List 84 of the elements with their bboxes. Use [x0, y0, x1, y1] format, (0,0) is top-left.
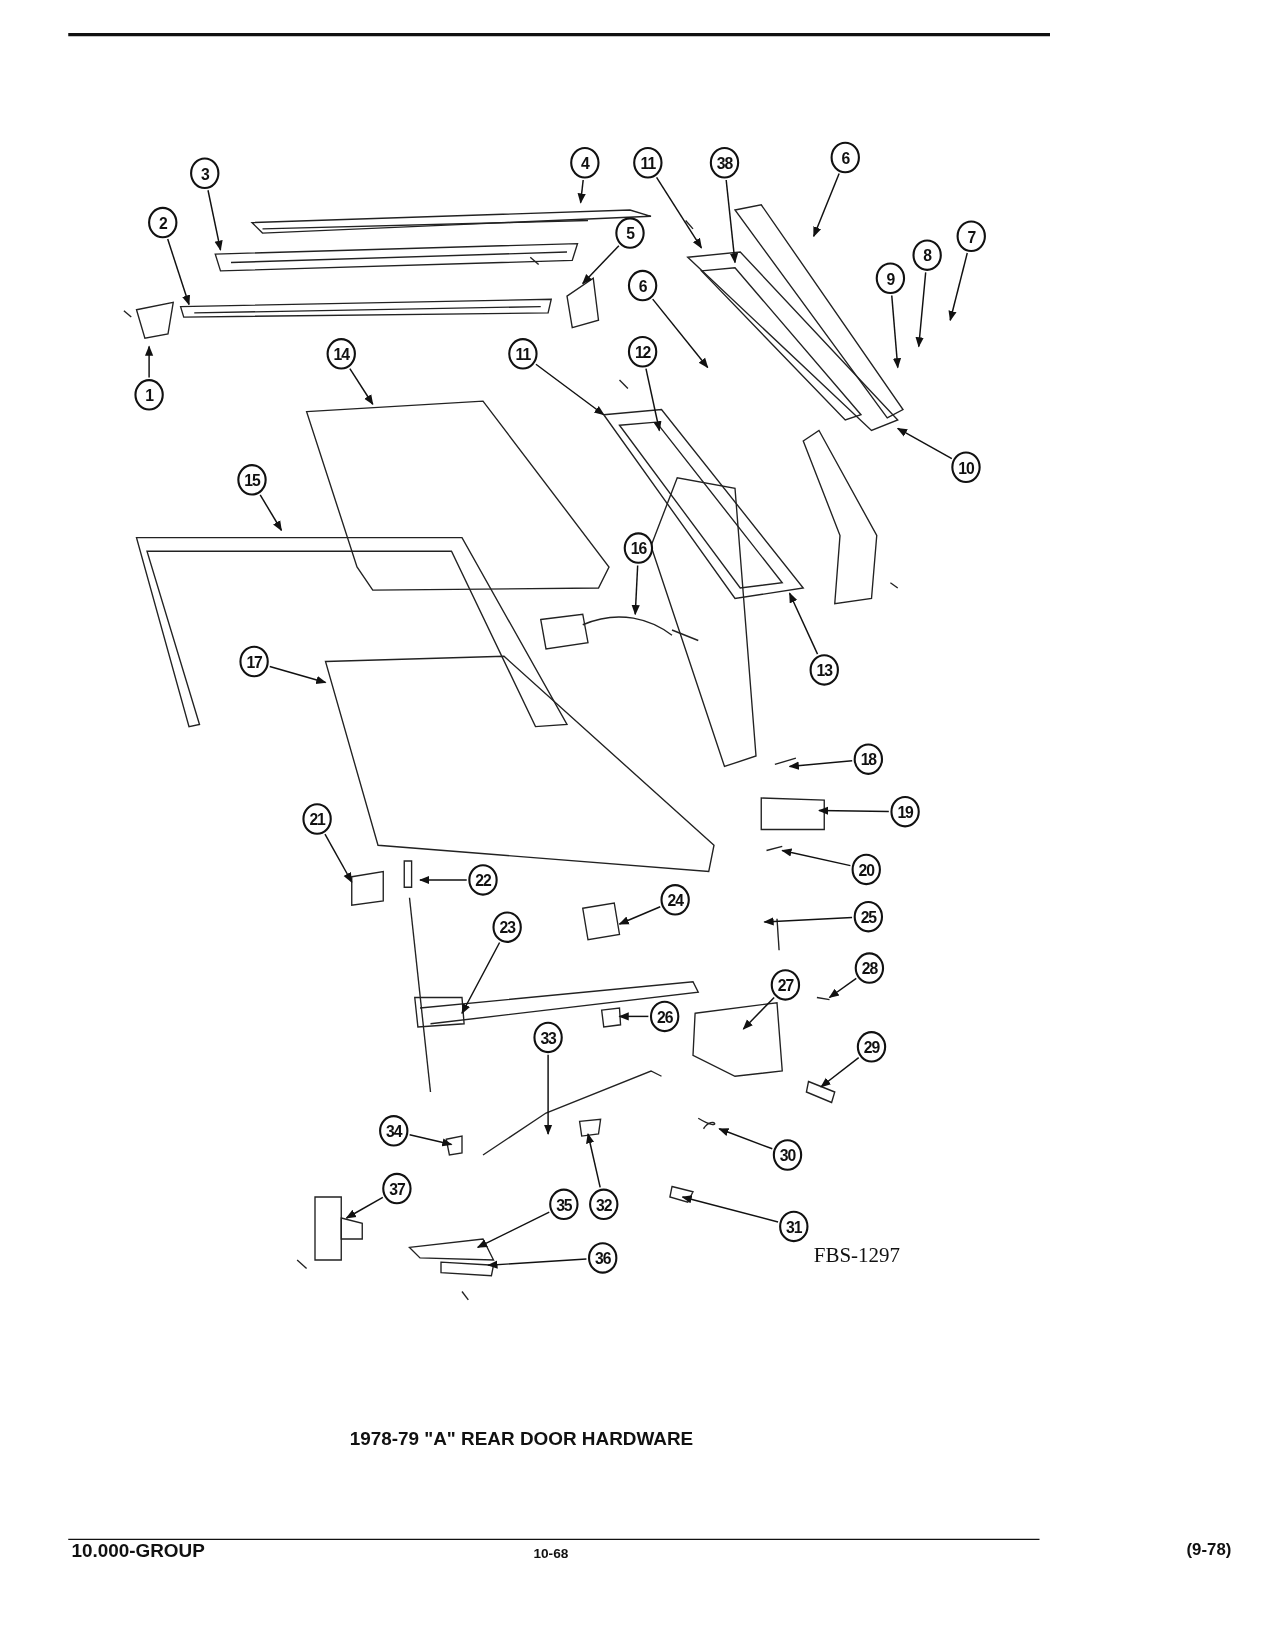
leader-line — [788, 760, 853, 770]
callout-number: 6 — [830, 141, 860, 174]
leader-line — [681, 1195, 779, 1223]
leader-line — [651, 298, 709, 369]
callout-number: 13 — [809, 654, 839, 686]
callout-number: 29 — [856, 1031, 887, 1063]
callout-number: 6 — [627, 269, 658, 302]
leader-line — [618, 1012, 650, 1021]
leader-line — [207, 189, 223, 251]
leader-line — [324, 833, 353, 883]
leader-line — [813, 172, 840, 238]
leader-line — [781, 848, 852, 867]
callout-number: 31 — [779, 1210, 809, 1243]
leader-line — [788, 592, 819, 655]
leader-line — [820, 1056, 860, 1088]
callout-number: 32 — [589, 1188, 619, 1221]
callout-number: 12 — [627, 336, 658, 368]
title-text: 1978-79 "A" REAR DOOR HARDWARE — [349, 1428, 694, 1451]
leader-line — [891, 294, 902, 369]
leader-line — [476, 1211, 550, 1249]
drawing-number: FBS-1297 — [813, 1243, 901, 1268]
callout-number: 25 — [853, 900, 884, 933]
leader-line — [259, 494, 283, 532]
callout-number: 26 — [649, 1000, 680, 1033]
callout-number: 4 — [570, 147, 600, 179]
leader-line — [725, 179, 739, 264]
callout-number: 35 — [549, 1188, 579, 1221]
callout-number: 22 — [468, 864, 498, 896]
leader-line — [145, 345, 154, 379]
callout-number: 36 — [588, 1242, 618, 1274]
callout-number: 20 — [851, 853, 881, 886]
callout-number: 33 — [533, 1021, 563, 1054]
leader-line — [586, 1133, 601, 1189]
callout-number: 30 — [772, 1139, 803, 1171]
callout-number: 7 — [956, 220, 986, 252]
leader-line — [655, 176, 703, 249]
callout-number: 38 — [709, 147, 740, 179]
leader-line — [763, 916, 853, 926]
leader-line — [269, 665, 327, 684]
leader-line — [418, 875, 468, 884]
leader-line — [582, 244, 620, 285]
leader-line — [535, 363, 605, 416]
callout-number: 21 — [302, 803, 332, 835]
callout-number: 37 — [382, 1172, 412, 1205]
leader-line — [166, 238, 191, 306]
callout-number: 2 — [148, 206, 178, 239]
callout-number: 10 — [951, 451, 981, 483]
callout-number: 5 — [615, 217, 645, 249]
leader-line — [948, 252, 968, 322]
callout-number: 9 — [875, 262, 906, 294]
leader-line — [618, 906, 661, 925]
callout-number: 34 — [379, 1115, 409, 1147]
date-code: (9-78) — [1186, 1540, 1232, 1560]
leader-line — [896, 427, 953, 460]
callout-number: 24 — [660, 884, 690, 916]
callout-number: 16 — [623, 532, 654, 564]
leader-line — [345, 1196, 384, 1219]
leader-line — [349, 367, 374, 406]
callout-number: 18 — [853, 743, 884, 775]
leader-line — [645, 367, 662, 432]
leader-line — [408, 1134, 453, 1147]
callout-number: 3 — [190, 157, 220, 189]
page-number: 10-68 — [533, 1545, 569, 1562]
leader-line — [544, 1054, 553, 1136]
callout-number: 19 — [890, 795, 920, 828]
leader-line — [577, 179, 586, 204]
leader-line — [915, 271, 927, 348]
callout-number: 15 — [237, 464, 267, 496]
callout-number: 27 — [770, 969, 801, 1001]
callout-number: 28 — [854, 952, 885, 984]
leader-line — [487, 1258, 588, 1269]
callout-number: 17 — [239, 645, 269, 678]
leader-line — [817, 806, 890, 815]
leader-line — [461, 941, 501, 1015]
callout-number: 11 — [508, 338, 538, 370]
callout-number: 8 — [912, 239, 942, 271]
callout-number: 1 — [134, 379, 164, 411]
leader-line — [718, 1128, 773, 1150]
callout-number: 14 — [326, 338, 356, 370]
callout-number: 11 — [633, 147, 663, 179]
leader-line — [828, 977, 857, 999]
leader-line — [631, 564, 640, 616]
callout-number: 23 — [492, 911, 522, 943]
section-label: 10.000-GROUP — [71, 1540, 205, 1563]
